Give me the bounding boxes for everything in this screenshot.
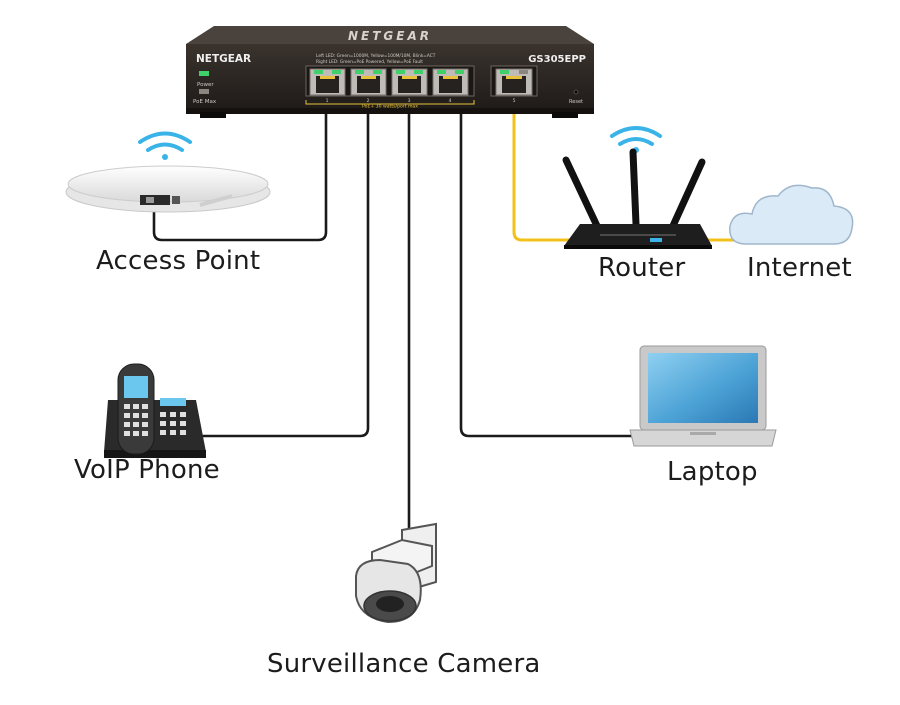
cables <box>152 86 752 528</box>
voip-phone-icon <box>104 363 206 458</box>
access-point-icon <box>65 131 271 213</box>
switch-brand-left: NETGEAR <box>196 53 251 65</box>
poe-max-led <box>199 89 209 94</box>
led-legend-line-1: Left LED: Green=1000M, Yellow=100M/10M, … <box>316 53 436 59</box>
laptop-icon <box>629 345 777 447</box>
cable-laptop <box>459 86 636 438</box>
power-label: Power <box>197 82 214 88</box>
poe-max-label: PoE Max <box>193 99 217 105</box>
switch-top-face <box>186 26 594 44</box>
surveillance-camera-icon <box>355 522 437 624</box>
power-led <box>199 71 209 76</box>
port-number-2: 2 <box>367 98 370 104</box>
cloud-icon <box>729 184 854 245</box>
port-2[interactable] <box>350 68 387 96</box>
wifi-icon <box>138 131 192 160</box>
led-legend-line-2: Right LED: Green=PoE Powered, Yellow=PoE… <box>316 59 423 65</box>
cable-router <box>512 86 574 242</box>
port-number-5: 5 <box>513 98 516 104</box>
port-3[interactable] <box>391 68 428 96</box>
switch-brand-top: NETGEAR <box>348 29 432 43</box>
cable-access-point <box>152 86 328 242</box>
port-number-1: 1 <box>326 98 329 104</box>
switch: NETGEAR NETGEAR GS305EPP Left LED: Green… <box>186 26 594 118</box>
label-surveillance-camera: Surveillance Camera <box>267 649 541 679</box>
cable-voip-phone <box>196 86 370 438</box>
label-access-point: Access Point <box>96 246 261 276</box>
switch-model: GS305EPP <box>528 54 586 65</box>
label-internet: Internet <box>747 253 852 283</box>
label-laptop: Laptop <box>667 457 758 487</box>
reset-button[interactable] <box>573 89 579 95</box>
router-icon <box>562 126 712 249</box>
poe-ports <box>305 65 475 97</box>
poe-budget-label: PoE+ 30 watts/port max <box>362 104 418 110</box>
port-4[interactable] <box>432 68 469 96</box>
reset-label: Reset <box>569 99 583 105</box>
wifi-icon <box>610 126 662 153</box>
port-1[interactable] <box>309 68 346 96</box>
port-number-3: 3 <box>408 98 411 104</box>
port-number-4: 4 <box>449 98 452 104</box>
poe-budget-bracket <box>305 100 475 105</box>
port-5[interactable] <box>490 65 538 97</box>
label-voip-phone: VoIP Phone <box>74 455 220 485</box>
label-router: Router <box>598 253 686 283</box>
